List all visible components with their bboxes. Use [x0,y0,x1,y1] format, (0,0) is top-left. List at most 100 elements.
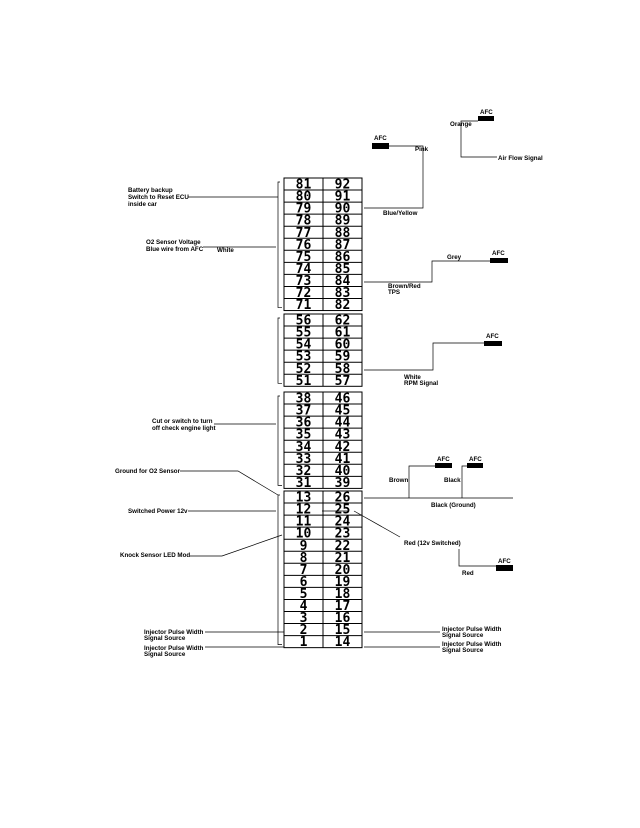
air-flow-wire [460,120,497,158]
switched-power-label: Switched Power 12v [128,508,188,515]
pin-1: 1 [300,635,308,650]
injector-right-group: Injector Pulse Width Signal Source Injec… [364,626,502,654]
injector-left-b-label-1: Injector Pulse Width [144,645,204,652]
air-flow-signal-label: Air Flow Signal [498,155,543,162]
check-engine-label-2: off check engine light [152,425,216,432]
brown-wire [408,465,435,498]
afc-label-air-flow: AFC [480,109,493,116]
black-label: Black [444,477,461,484]
pin-60: 60 [335,338,351,353]
pin-53: 53 [296,350,312,365]
pin-73: 73 [296,274,312,289]
ground-o2-wire [180,470,279,496]
pin-83: 83 [335,286,351,301]
pin-24: 24 [335,515,351,530]
pin-23: 23 [335,527,351,542]
pin-38: 38 [296,392,312,407]
pin-59: 59 [335,350,351,365]
pin-88: 88 [335,226,351,241]
pin-87: 87 [335,238,351,253]
pin-74: 74 [296,262,312,277]
injector-left-a-label-2: Signal Source [144,635,186,642]
pink-label: Pink [415,146,429,153]
pin-61: 61 [335,326,351,341]
pin-32: 32 [296,464,312,479]
afc-box-rpm [484,341,502,346]
pin-52: 52 [296,362,312,377]
battery-backup-label-1: Battery backup [128,187,173,194]
pin-35: 35 [296,428,312,443]
afc-box-pink [372,143,389,149]
pin-11: 11 [296,515,312,530]
pin-9: 9 [300,539,308,554]
knock-sensor-wire [190,534,283,557]
battery-backup-group: Battery backup Switch to Reset ECU insid… [128,187,278,208]
ground-group: Ground for O2 Sensor AFC AFC Brown Black… [115,456,513,509]
afc-box-air-flow [478,116,494,121]
pin-6: 6 [300,575,308,590]
pin-91: 91 [335,190,351,205]
pin-33: 33 [296,452,312,467]
afc-label-rpm: AFC [486,333,499,340]
tps-label: TPS [388,289,400,296]
pin-17: 17 [335,599,351,614]
afc-label-black: AFC [469,456,482,463]
pin-36: 36 [296,416,312,431]
red-wire [458,549,496,567]
pin-86: 86 [335,250,351,265]
pin-72: 72 [296,286,312,301]
pin-45: 45 [335,404,351,419]
pin-16: 16 [335,611,351,626]
pin-51: 51 [296,374,312,389]
connector-latch [277,181,282,308]
pin-25: 25 [335,503,351,518]
afc-box-brown [435,463,452,468]
afc-label-red: AFC [498,558,511,565]
connector-latch [277,395,282,486]
pin-77: 77 [296,226,312,241]
pin-76: 76 [296,238,312,253]
rpm-wire [364,342,484,371]
pin-10: 10 [296,527,312,542]
red-switched-wire [353,510,401,538]
pin-44: 44 [335,416,351,431]
pin-78: 78 [296,214,312,229]
pin-82: 82 [335,298,351,313]
pin-12: 12 [296,503,312,518]
afc-box-black [467,463,483,468]
pin-7: 7 [300,563,308,578]
pin-8: 8 [300,551,308,566]
pin-15: 15 [335,623,351,638]
pin-43: 43 [335,428,351,443]
pin-80: 80 [296,190,312,205]
black-ground-label: Black (Ground) [431,502,476,509]
pin-22: 22 [335,539,351,554]
pin-31: 31 [296,476,312,491]
red-switched-label: Red (12v Switched) [404,540,461,547]
tps-group: AFC Grey Brown/Red TPS [364,250,508,296]
pin-90: 90 [335,202,351,217]
white-label-1: White [217,247,234,254]
pin-57: 57 [335,374,351,389]
pin-37: 37 [296,404,312,419]
injector-right-a-label-1: Injector Pulse Width [442,626,502,633]
pin-92: 92 [335,178,351,193]
connector-latch [277,494,282,645]
rpm-group: AFC White RPM Signal [364,333,502,387]
o2-voltage-label-1: O2 Sensor Voltage [146,239,201,246]
pin-58: 58 [335,362,351,377]
rpm-signal-label: RPM Signal [404,380,438,387]
injector-left-a-label-1: Injector Pulse Width [144,629,204,636]
pin-75: 75 [296,250,312,265]
injector-right-b-label-1: Injector Pulse Width [442,641,502,648]
brown-label: Brown [389,477,408,484]
injector-right-a-label-2: Signal Source [442,632,484,639]
pin-79: 79 [296,202,312,217]
knock-sensor-label: Knock Sensor LED Mod [120,552,190,559]
pin-39: 39 [335,476,351,491]
pin-56: 56 [296,314,312,329]
pin-41: 41 [335,452,351,467]
pin-3: 3 [300,611,308,626]
